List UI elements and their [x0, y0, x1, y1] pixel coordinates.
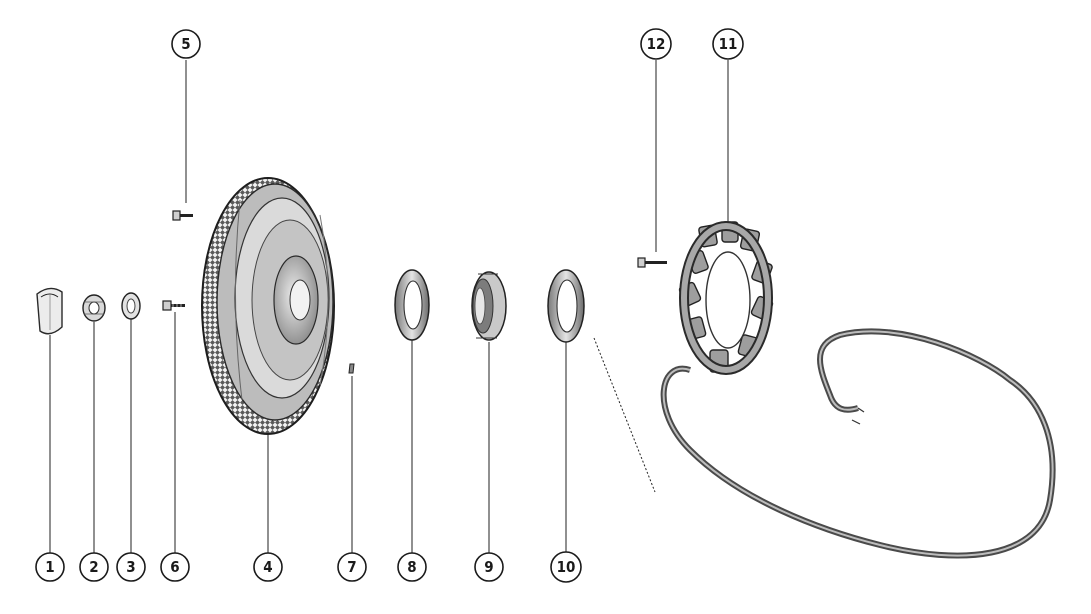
callout-11-label: 11 [719, 35, 738, 53]
part-2-nut [82, 294, 106, 322]
callout-12: 12 [640, 28, 672, 60]
callouts: 1 2 3 6 4 7 8 9 [35, 28, 744, 583]
callout-7-label: 7 [347, 558, 356, 576]
callout-3-label: 3 [126, 558, 135, 576]
part-8-ring [394, 269, 430, 341]
part-6-screw [162, 300, 185, 311]
part-4-flywheel [201, 177, 335, 435]
callout-2-label: 2 [89, 558, 98, 576]
callout-9: 9 [474, 552, 504, 582]
callout-6: 6 [160, 552, 190, 582]
part-11-stator [660, 221, 1056, 559]
callout-11: 11 [712, 28, 744, 60]
callout-3: 3 [116, 552, 146, 582]
part-7-key [348, 363, 355, 374]
part-1-bushing [36, 287, 63, 335]
callout-9-label: 9 [484, 558, 493, 576]
callout-10-label: 10 [557, 558, 576, 576]
callout-10: 10 [550, 551, 582, 583]
part-10-seal-ring [547, 269, 585, 343]
part-5-screw [172, 210, 193, 221]
callout-12-label: 12 [647, 35, 666, 53]
callout-6-label: 6 [170, 558, 179, 576]
part-9-bearing [471, 271, 507, 341]
callout-1-label: 1 [45, 558, 54, 576]
callout-1: 1 [35, 552, 65, 582]
part-3-washer [121, 292, 141, 320]
callout-5: 5 [171, 29, 201, 59]
callout-4-label: 4 [263, 558, 272, 576]
leader-lines [49, 60, 729, 553]
callout-8: 8 [397, 552, 427, 582]
part-12-screw [637, 257, 667, 268]
callout-8-label: 8 [407, 558, 416, 576]
callout-7: 7 [337, 552, 367, 582]
callout-2: 2 [79, 552, 109, 582]
callout-4: 4 [253, 552, 283, 582]
callout-5-label: 5 [181, 35, 190, 53]
